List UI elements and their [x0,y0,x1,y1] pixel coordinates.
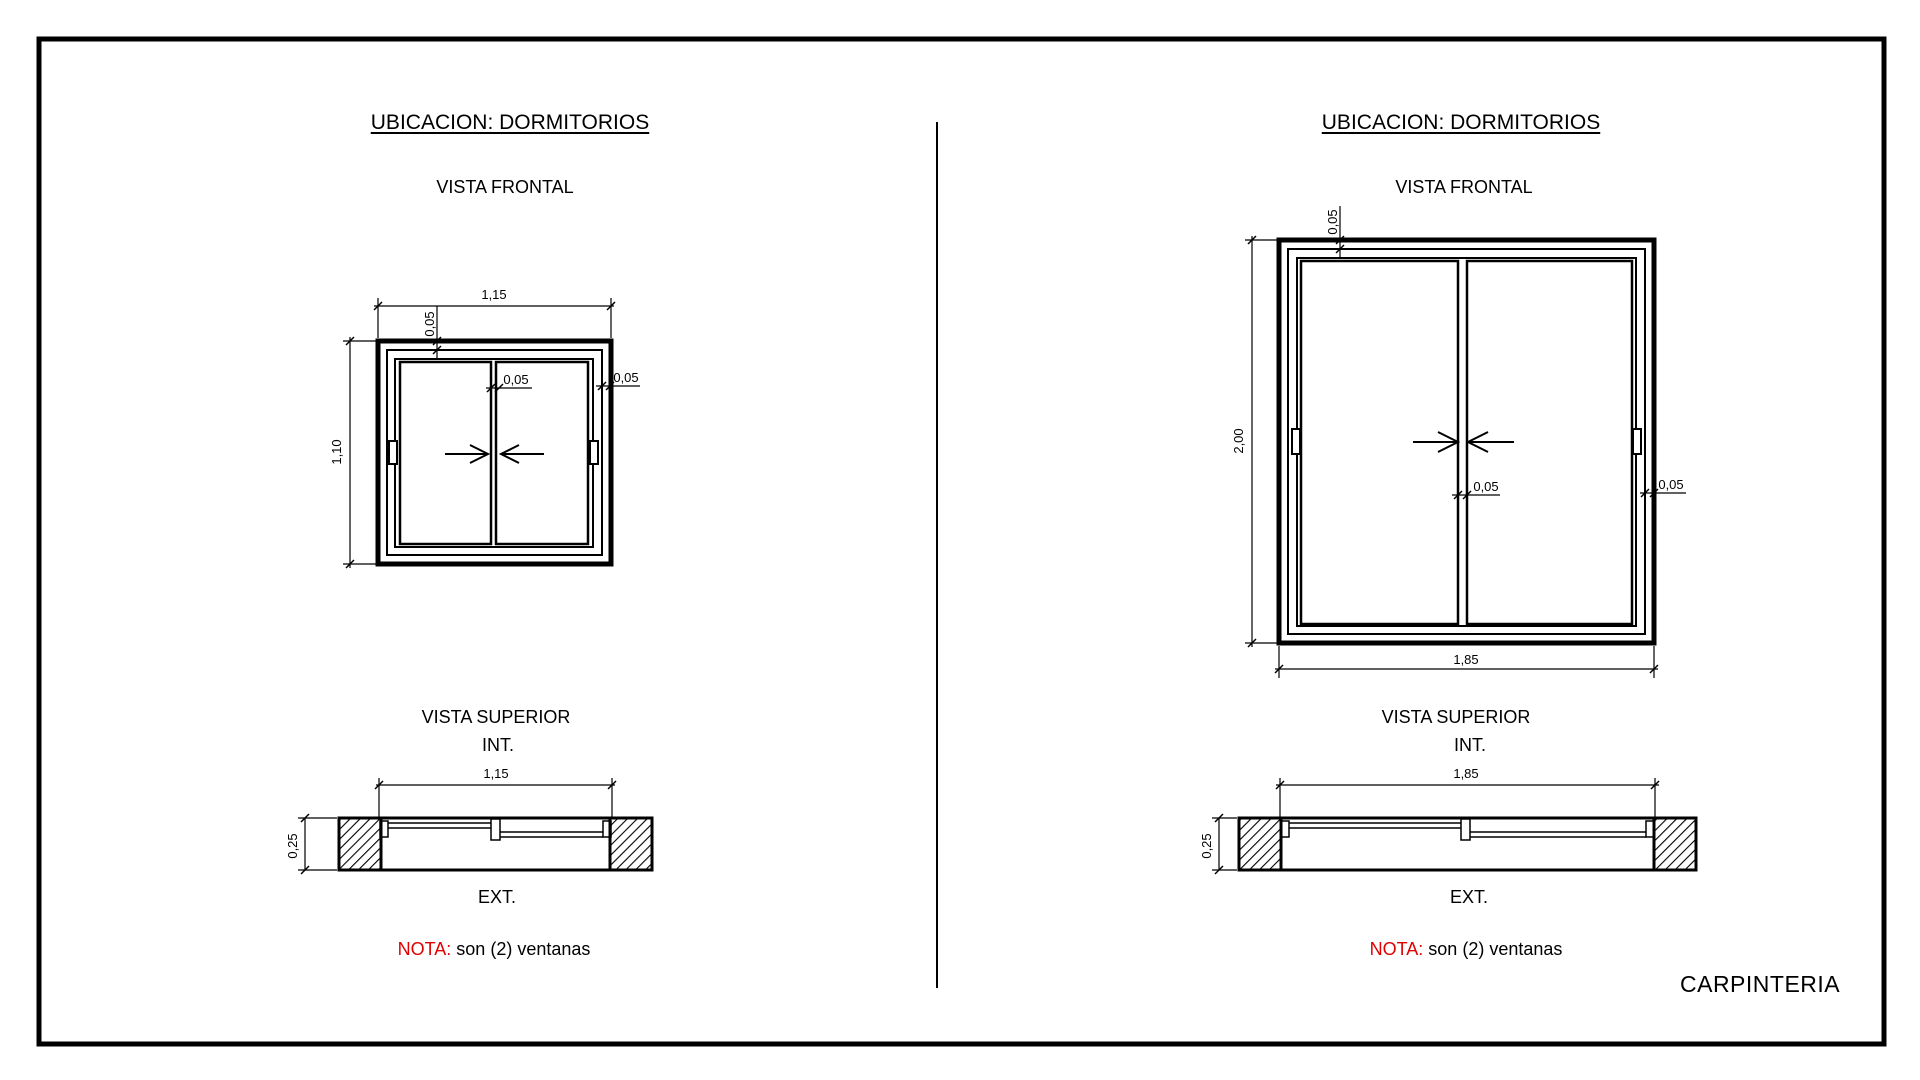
panel-1-title: UBICACION: DORMITORIOS [370,111,650,134]
panel-2-ext-label: EXT. [1449,887,1489,907]
handle-right [589,440,599,465]
note-prefix: NOTA: [397,939,452,959]
panel-1-front-label: VISTA FRONTAL [436,177,574,197]
panel-2-front-view: 2,00 0,05 0,05 0,05 1,85 [1231,206,1686,678]
dim-height-label: 2,00 [1231,428,1246,453]
dim-frame-side-label: 0,05 [1658,477,1683,492]
wall-right [608,816,654,872]
window-outer-frame [375,338,614,567]
sheet-footer-label: CARPINTERIA [1680,971,1841,997]
handle-left [388,440,398,465]
note-text: son (2) ventanas [1423,939,1563,959]
panel-2-top-label: VISTA SUPERIOR [1381,707,1531,727]
panel-1-top-label: VISTA SUPERIOR [421,707,571,727]
dim-mullion-label: 0,05 [503,372,528,387]
dim-frame-side-label: 0,05 [613,370,638,385]
dim-mullion-label: 0,05 [1473,479,1498,494]
dim-plan-depth-label: 0,25 [1199,833,1214,858]
window-sash-frame [394,358,594,548]
panel-1-top-view: 1,15 0,25 [285,766,654,875]
window-inner-frame [1287,248,1646,635]
dim-plan-width-label: 1,15 [483,766,508,781]
panel-2-int-label: INT. [1453,735,1487,755]
panel-2-note: NOTA: son (2) ventanas [1370,939,1563,960]
dim-frame-top-label: 0,05 [422,311,437,336]
dim-height-label: 1,10 [329,439,344,464]
wall-right [1652,816,1698,872]
sash-left [398,360,493,546]
wall-left [337,816,383,872]
dim-plan-depth-label: 0,25 [285,833,300,858]
panel-2-front-label: VISTA FRONTAL [1395,177,1533,197]
panel-1-front-view: 1,15 1,10 0,05 0,05 0,05 [329,287,640,569]
dim-frame-top-label: 0,05 [1325,209,1340,234]
handle-right [1632,428,1642,455]
dim-width-label: 1,85 [1453,652,1478,667]
panel-1-note: NOTA: son (2) ventanas [398,939,591,960]
note-text: son (2) ventanas [451,939,591,959]
handle-left [1291,428,1301,455]
panel-2-title: UBICACION: DORMITORIOS [1321,111,1601,134]
dim-plan-width-label: 1,85 [1453,766,1478,781]
dim-width-label: 1,15 [481,287,506,302]
wall-left [1237,816,1283,872]
panel-1-ext-label: EXT. [477,887,517,907]
panel-1-int-label: INT. [481,735,515,755]
window-inner-frame [386,349,603,556]
sheet-border [36,36,1887,1047]
sash-right [494,360,590,546]
note-prefix: NOTA: [1369,939,1424,959]
window-outer-frame [1276,237,1657,646]
panel-2-top-view: 1,85 0,25 [1199,766,1698,875]
